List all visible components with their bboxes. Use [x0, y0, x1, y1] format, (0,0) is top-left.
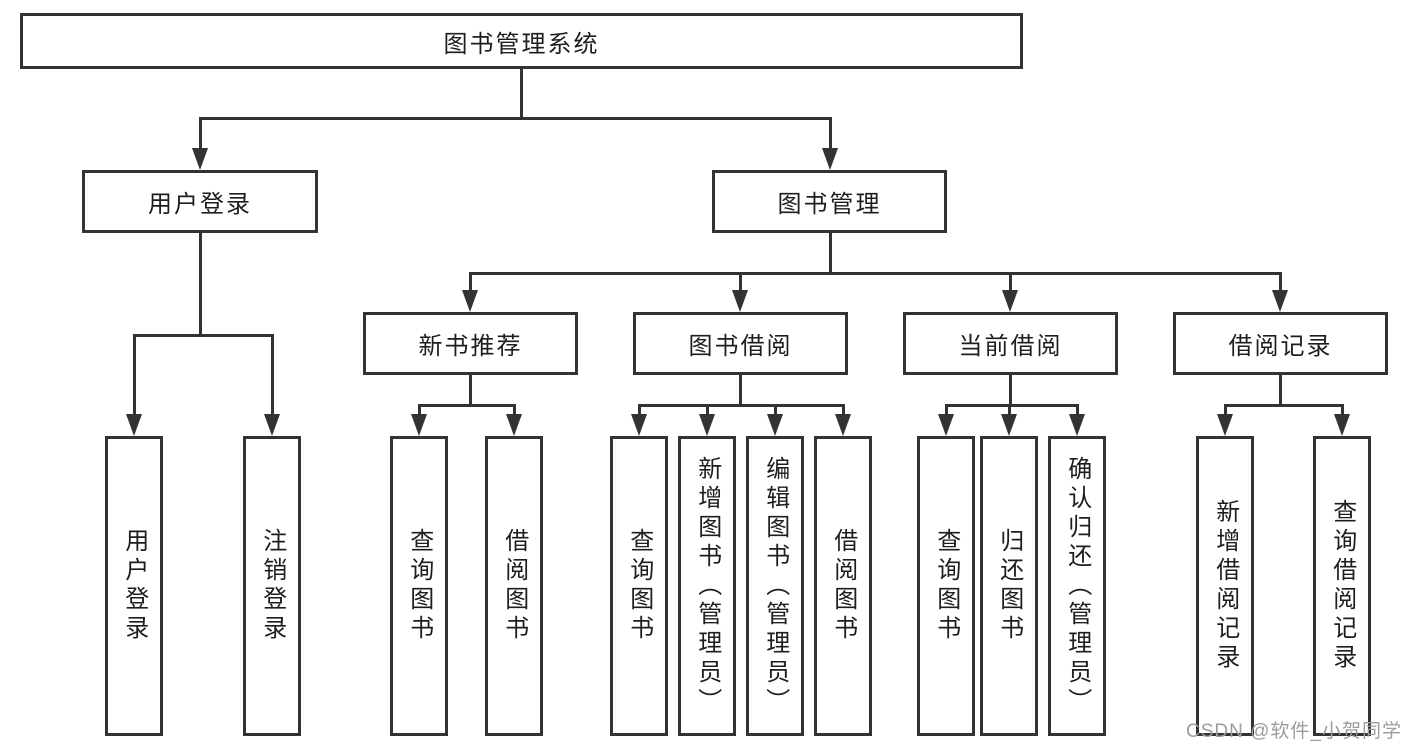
node-book-management: 图书管理 [712, 170, 947, 233]
connector-leaf [706, 404, 709, 416]
node-user-login: 用户登录 [82, 170, 318, 233]
arrow-to-user-login [192, 148, 208, 170]
connector-user-login-split [133, 334, 273, 337]
node-current-borrow-label: 当前借阅 [958, 333, 1063, 360]
leaf-query-books-borrow-label: 查询图书 [625, 528, 653, 644]
connector-book-borrow-split [638, 404, 845, 407]
leaf-query-books-recommend-label: 查询图书 [405, 528, 433, 644]
arrow-to-leaf-confirm-return-admin [1069, 414, 1085, 436]
leaf-edit-books-admin-label: 编辑图书（管理员） [761, 455, 789, 717]
arrow-to-book-borrow [732, 290, 748, 312]
node-book-borrow: 图书借阅 [633, 312, 848, 375]
connector-leaf [513, 404, 516, 416]
leaf-add-books-admin: 新增图书（管理员） [678, 436, 736, 736]
connector-leaf [638, 404, 641, 416]
node-borrow-records-label: 借阅记录 [1228, 333, 1333, 360]
arrow-to-leaf-query-books-current [938, 414, 954, 436]
connector-borrow-records-split [1224, 404, 1344, 407]
arrow-to-leaf-borrow-books [835, 414, 851, 436]
leaf-return-books-label: 归还图书 [995, 528, 1023, 644]
connector-leaf [945, 404, 948, 416]
leaf-borrow-books-label: 借阅图书 [829, 528, 857, 644]
leaf-edit-books-admin: 编辑图书（管理员） [746, 436, 804, 736]
leaf-confirm-return-admin-label: 确认归还（管理员） [1063, 455, 1091, 717]
leaf-query-books-borrow: 查询图书 [610, 436, 668, 736]
arrow-to-leaf-edit-books-admin [767, 414, 783, 436]
connector-book-management-split [469, 272, 1281, 275]
node-borrow-records: 借阅记录 [1173, 312, 1388, 375]
leaf-user-login: 用户登录 [105, 436, 163, 736]
connector-to-new-book-recommend [469, 272, 472, 292]
leaf-query-borrow-record-label: 查询借阅记录 [1328, 499, 1356, 673]
connector-new-book-recommend-split [418, 404, 516, 407]
connector-current-borrow-split [945, 404, 1079, 407]
connector-leaf [842, 404, 845, 416]
arrow-to-borrow-records [1272, 290, 1288, 312]
connector-borrow-records-trunk [1279, 375, 1282, 406]
arrow-to-leaf-logout [264, 414, 280, 436]
connector-book-borrow-trunk [739, 375, 742, 406]
leaf-confirm-return-admin: 确认归还（管理员） [1048, 436, 1106, 736]
node-book-borrow-label: 图书借阅 [688, 333, 793, 360]
connector-new-book-recommend-trunk [469, 375, 472, 406]
connector-leaf [774, 404, 777, 416]
node-book-management-label: 图书管理 [777, 191, 882, 218]
arrow-to-leaf-borrow-books-recommend [506, 414, 522, 436]
connector-root-trunk [520, 69, 523, 120]
node-new-book-recommend: 新书推荐 [363, 312, 578, 375]
leaf-logout: 注销登录 [243, 436, 301, 736]
connector-leaf [1341, 404, 1344, 416]
connector-root-split [199, 117, 832, 120]
leaf-borrow-books-recommend-label: 借阅图书 [500, 528, 528, 644]
leaf-user-login-label: 用户登录 [120, 528, 148, 644]
leaf-query-books-current-label: 查询图书 [932, 528, 960, 644]
node-root-library-system: 图书管理系统 [20, 13, 1023, 69]
node-user-login-label: 用户登录 [148, 191, 252, 218]
csdn-watermark: CSDN @软件_小贺同学 [1186, 721, 1402, 742]
arrow-to-leaf-query-books-borrow [631, 414, 647, 436]
connector-leaf [418, 404, 421, 416]
arrow-to-leaf-return-books [1001, 414, 1017, 436]
leaf-add-borrow-record: 新增借阅记录 [1196, 436, 1254, 736]
leaf-logout-label: 注销登录 [258, 528, 286, 644]
node-root-label: 图书管理系统 [443, 30, 600, 58]
arrow-to-book-management [822, 148, 838, 170]
leaf-query-books-current: 查询图书 [917, 436, 975, 736]
arrow-to-leaf-user-login [126, 414, 142, 436]
connector-to-book-borrow [739, 272, 742, 292]
leaf-query-books-recommend: 查询图书 [390, 436, 448, 736]
arrow-to-leaf-query-borrow-record [1334, 414, 1350, 436]
arrow-to-current-borrow [1002, 290, 1018, 312]
connector-leaf [1076, 404, 1079, 416]
connector-book-management-trunk [829, 233, 832, 274]
leaf-query-borrow-record: 查询借阅记录 [1313, 436, 1371, 736]
connector-to-current-borrow [1009, 272, 1012, 292]
arrow-to-leaf-query-books-recommend [411, 414, 427, 436]
connector-to-user-login [199, 117, 202, 150]
connector-user-login-trunk [199, 233, 202, 336]
connector-leaf [1224, 404, 1227, 416]
leaf-return-books: 归还图书 [980, 436, 1038, 736]
arrow-to-new-book-recommend [462, 290, 478, 312]
leaf-borrow-books: 借阅图书 [814, 436, 872, 736]
arrow-to-leaf-add-books-admin [699, 414, 715, 436]
node-current-borrow: 当前借阅 [903, 312, 1118, 375]
connector-leaf [1008, 404, 1011, 416]
node-new-book-recommend-label: 新书推荐 [418, 333, 523, 360]
connector-to-leaf-logout [271, 334, 274, 416]
leaf-add-books-admin-label: 新增图书（管理员） [693, 455, 721, 717]
connector-to-book-management [829, 117, 832, 150]
connector-current-borrow-trunk [1009, 375, 1012, 406]
arrow-to-leaf-add-borrow-record [1217, 414, 1233, 436]
connector-to-leaf-user-login [133, 334, 136, 416]
connector-to-borrow-records [1279, 272, 1282, 292]
leaf-add-borrow-record-label: 新增借阅记录 [1211, 499, 1239, 673]
leaf-borrow-books-recommend: 借阅图书 [485, 436, 543, 736]
